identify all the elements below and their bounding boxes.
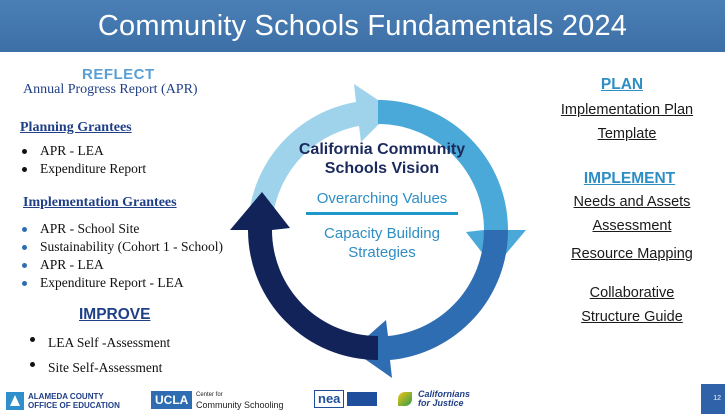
acoe-line-2: OFFICE OF EDUCATION (28, 401, 120, 410)
list-item: Sustainability (Cohort 1 - School) (20, 238, 223, 256)
ucla-schooling-label: Community Schooling (196, 400, 284, 410)
ucla-center-label: Center for (196, 392, 223, 398)
cfj-line-2: for Justice (418, 398, 464, 408)
page-title: Community Schools Fundamentals 2024 (97, 9, 628, 42)
list-item: Expenditure Report - LEA (20, 274, 223, 292)
list-item: APR - LEA (20, 256, 223, 274)
list-item: LEA Self -Assessment (28, 330, 170, 355)
implement-heading: IMPLEMENT (583, 170, 676, 187)
acoe-mark-icon (6, 392, 24, 410)
title-banner: Community Schools Fundamentals 2024 (0, 0, 725, 52)
acoe-logo: ALAMEDA COUNTY OFFICE OF EDUCATION (6, 392, 120, 410)
cycle-segment-implement (352, 230, 509, 378)
implementation-grantees-title: Implementation Grantees (23, 195, 177, 210)
implementation-grantees-list: APR - School Site Sustainability (Cohort… (20, 220, 223, 292)
page-number: 12 (701, 384, 725, 414)
cycle-segment-reflect (248, 84, 393, 230)
reflect-heading: REFLECT (82, 66, 155, 83)
list-item: APR - LEA (20, 142, 146, 160)
cycle-diagram (230, 84, 526, 378)
plan-heading: PLAN (600, 76, 644, 93)
implementation-plan-template-link[interactable]: Implementation Plan Template (560, 102, 694, 142)
values-label: Overarching Values (316, 190, 448, 207)
nea-logo: nea (314, 390, 345, 408)
vision-label: California Community Schools Vision (298, 141, 466, 177)
planning-grantees-list: APR - LEA Expenditure Report (20, 142, 146, 178)
collaborative-structure-guide-link[interactable]: Collaborative Structure Guide (581, 285, 683, 325)
list-item: Site Self-Assessment (28, 355, 170, 380)
cycle-center-text: California Community Schools Vision Over… (298, 140, 466, 262)
resource-mapping-link[interactable]: Resource Mapping (571, 246, 693, 262)
acoe-line-1: ALAMEDA COUNTY (28, 392, 104, 401)
improve-heading: IMPROVE (79, 306, 151, 323)
needs-assets-assessment-link[interactable]: Needs and Assets Assessment (573, 194, 691, 234)
cfj-line-1: Californians (418, 389, 471, 399)
cfj-leaf-icon (398, 392, 412, 406)
nea-badge-icon (347, 392, 377, 406)
ucla-logo: UCLA (151, 391, 193, 409)
cycle-segment-improve (230, 192, 378, 360)
capacity-label: Capacity Building Strategies (324, 225, 440, 261)
footer-logos: ALAMEDA COUNTY OFFICE OF EDUCATION UCLA … (0, 384, 725, 414)
list-item: APR - School Site (20, 220, 223, 238)
planning-grantees-title: Planning Grantees (20, 120, 132, 135)
improve-list: LEA Self -Assessment Site Self-Assessmen… (28, 330, 170, 380)
center-divider (306, 212, 458, 215)
apr-title: Annual Progress Report (APR) (23, 82, 198, 97)
cycle-segment-plan (378, 100, 526, 268)
list-item: Expenditure Report (20, 160, 146, 178)
